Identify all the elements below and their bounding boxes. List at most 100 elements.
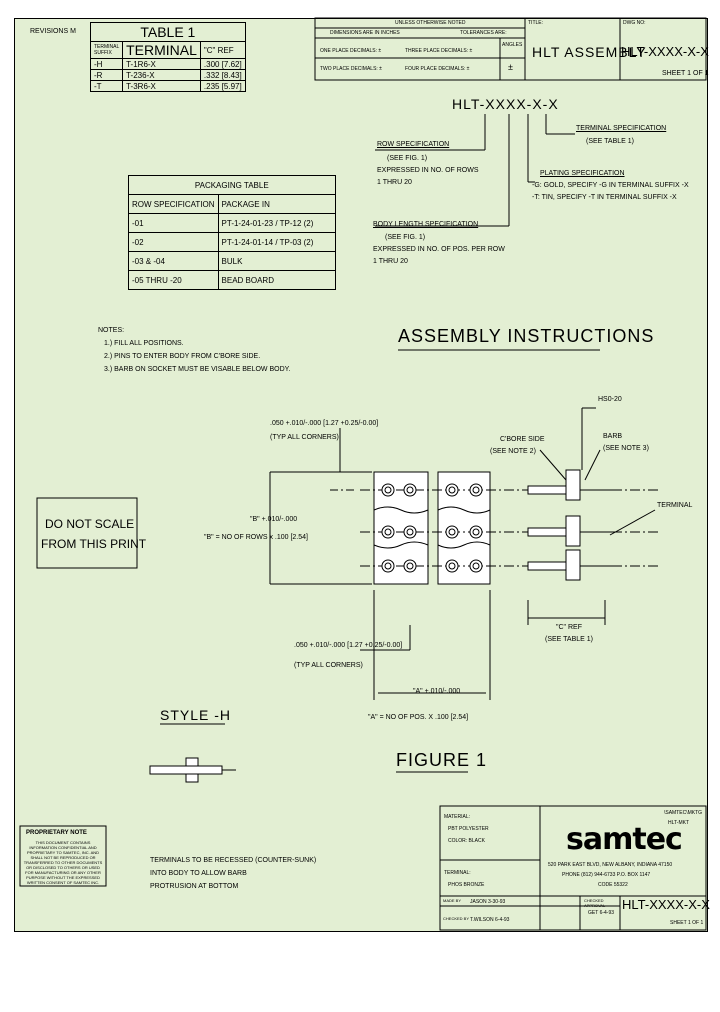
cell: -03 & -04 (128, 251, 219, 271)
row-spec-see: (SEE FIG. 1) (387, 155, 428, 162)
cell: PT-1-24-01-23 / TP-12 (2) (217, 213, 336, 233)
body-spec-expr: EXPRESSED IN NO. OF POS. PER ROW (373, 246, 505, 253)
tol-three: THREE PLACE DECIMALS: ± (405, 48, 473, 54)
cell: PT-1-24-01-14 / TP-03 (2) (217, 232, 336, 252)
socket-hole (381, 559, 395, 573)
recess-line3: PROTRUSION AT BOTTOM (150, 883, 239, 890)
barb-label: BARB (603, 433, 623, 440)
cell: T-1R6-X (122, 58, 201, 70)
dim-050-top: .050 +.010/-.000 [1.27 +0.25/-0.00] (270, 420, 379, 427)
socket-hole (381, 483, 395, 497)
cell: -H (89, 58, 124, 70)
material-value: PBT POLYESTER (448, 826, 489, 832)
socket-hole (472, 486, 480, 494)
col-c: "C" REF (199, 41, 246, 59)
socket-hole (406, 486, 414, 494)
code: CODE 55322 (598, 882, 628, 888)
figure-label: FIGURE 1 (396, 750, 488, 770)
table-row: -R T-236-X .332 [8.43] (89, 69, 246, 81)
cell: .300 [7.62] (199, 58, 246, 70)
tol-angle-pm: ± (508, 62, 513, 72)
col-suffix: TERMINAL SUFFIX (89, 41, 124, 59)
cell: BULK (217, 251, 336, 271)
socket-hole (445, 525, 459, 539)
socket-hole (406, 528, 414, 536)
phone: PHONE (812) 944-6733 P.O. BOX 1147 (562, 872, 651, 878)
socket-hole (384, 562, 392, 570)
socket-hole (469, 483, 483, 497)
c-ref: "C" REF (556, 624, 582, 631)
made-by-label: MADE BY (443, 898, 462, 903)
cell: T-3R6-X (122, 80, 201, 92)
tol-angles: ANGLES (502, 42, 523, 48)
socket-hole (472, 528, 480, 536)
socket-hole (448, 528, 456, 536)
bottom-dwg-number: HLT-XXXX-X-X (622, 897, 710, 912)
cell: -05 THRU -20 (128, 270, 219, 290)
cell: -01 (128, 213, 219, 233)
right-note-2: HLT-MKT (668, 820, 690, 826)
title-label: TITLE: (528, 20, 544, 26)
plating-g: -G: GOLD, SPECIFY -G IN TERMINAL SUFFIX … (532, 182, 689, 189)
socket-hole (384, 486, 392, 494)
cell: -R (89, 69, 124, 81)
dim-050-bottom: .050 +.010/-.000 [1.27 +0.25/-0.00] (294, 642, 403, 649)
table-row: -H T-1R6-X .300 [7.62] (89, 58, 246, 70)
material-label: MATERIAL: (444, 814, 471, 820)
assembly-title: ASSEMBLY INSTRUCTIONS (398, 326, 655, 346)
tol-two: TWO PLACE DECIMALS: ± (320, 66, 382, 72)
cell: BEAD BOARD (217, 270, 336, 290)
cbore-note: (SEE NOTE 2) (490, 448, 536, 455)
title-value: HLT ASSEMBLY (532, 44, 647, 60)
cell: -T (89, 80, 124, 92)
typ-bottom: (TYP ALL CORNERS) (294, 662, 363, 669)
socket-hole (406, 562, 414, 570)
samtec-logo: samtec (566, 822, 683, 857)
typ-top: (TYP ALL CORNERS) (270, 434, 339, 441)
recess-line2: INTO BODY TO ALLOW BARB (150, 870, 247, 877)
table-row: -03 & -04 BULK (128, 251, 336, 271)
socket-holes (381, 483, 483, 573)
cell: .332 [8.43] (199, 69, 246, 81)
tol-label: TOLERANCES ARE: (460, 30, 507, 36)
note-2: 2.) PINS TO ENTER BODY FROM C'BORE SIDE. (104, 353, 261, 360)
note-3: 3.) BARB ON SOCKET MUST BE VISABLE BELOW… (104, 366, 291, 373)
packaging-table: PACKAGING TABLE ROW SPECIFICATION PACKAG… (128, 175, 336, 290)
packaging-col1: ROW SPECIFICATION (128, 194, 219, 214)
style-h-label: STYLE -H (160, 707, 232, 723)
socket-hole (381, 525, 395, 539)
terminal-label: TERMINAL (657, 502, 693, 509)
table-1: TABLE 1 TERMINAL SUFFIX TERMINAL "C" REF… (89, 22, 246, 92)
do-not-scale-frame (36, 497, 138, 569)
socket-hole (469, 559, 483, 573)
table-row: -T T-3R6-X .235 [5.97] (89, 80, 246, 92)
plating-t: -T: TIN, SPECIFY -T IN TERMINAL SUFFIX -… (532, 194, 677, 201)
table-row: -05 THRU -20 BEAD BOARD (128, 270, 336, 290)
checked-value: T.WILSON 6-4-93 (470, 917, 510, 923)
cell: .235 [5.97] (199, 80, 246, 92)
style-h-pin (149, 757, 236, 783)
title-block-frame (524, 17, 707, 81)
notes-title: NOTES: (98, 327, 125, 334)
checked-label: CHECKED BY (443, 916, 470, 921)
revisions-label: REVISIONS M (30, 28, 76, 35)
socket-hole (445, 483, 459, 497)
a-tolerance: "A" +.010/-.000 (413, 688, 461, 695)
table-row: -02 PT-1-24-01-14 / TP-03 (2) (128, 232, 336, 252)
socket-hole (403, 559, 417, 573)
tol-one: ONE PLACE DECIMALS: ± (320, 48, 382, 54)
color-value: COLOR: BLACK (448, 838, 485, 844)
address: 520 PARK EAST BLVD, NEW ALBANY, INDIANA … (548, 862, 673, 868)
approval-label: CHECKED APPROVAL (584, 898, 606, 908)
socket-hole (472, 562, 480, 570)
packaging-title: PACKAGING TABLE (128, 175, 336, 195)
proprietary-body: THIS DOCUMENT CONTAINS INFORMATION CONFI… (23, 840, 103, 885)
col-terminal: TERMINAL (122, 41, 201, 59)
table-row: -01 PT-1-24-01-23 / TP-12 (2) (128, 213, 336, 233)
socket-hole (469, 525, 483, 539)
body-spec-see: (SEE FIG. 1) (385, 234, 426, 241)
socket-hole (445, 559, 459, 573)
proprietary-frame (19, 825, 107, 887)
approval-value: GET 6-4-93 (588, 910, 615, 916)
